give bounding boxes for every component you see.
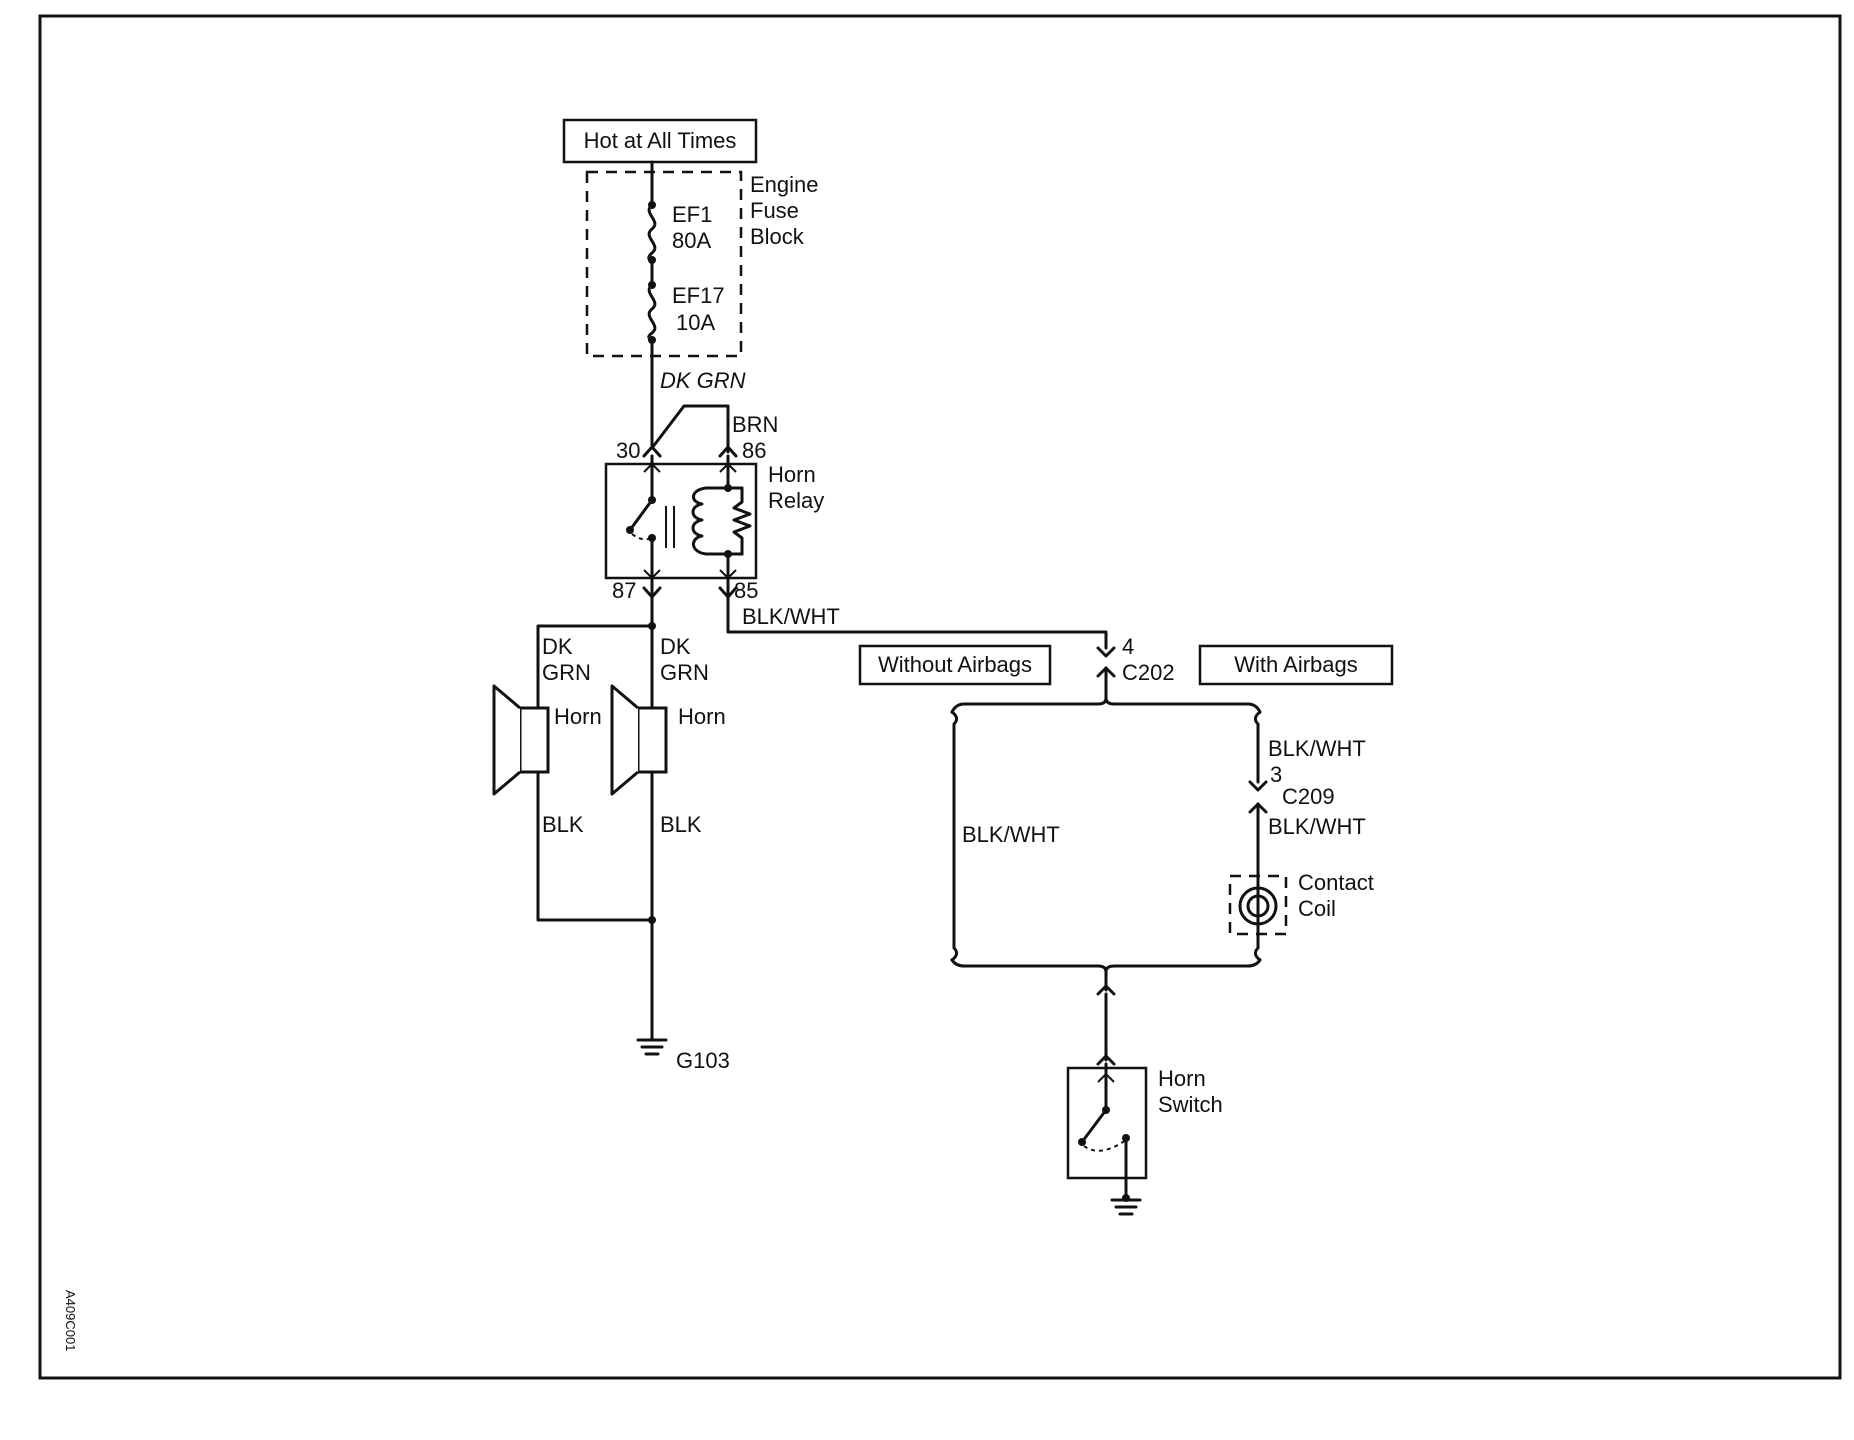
fuse-block-label-2: Fuse (750, 198, 799, 223)
horn-right-wire-top-2: GRN (660, 660, 709, 685)
wire-blkwht-85-label: BLK/WHT (742, 604, 840, 629)
horn-left-body (518, 706, 550, 774)
relay-switch-contact (628, 498, 654, 532)
pin30-terminal (642, 445, 662, 458)
wire-brn (650, 404, 730, 454)
c209-name: C209 (1282, 784, 1335, 809)
horn-left-wire-top-1: DK (542, 634, 573, 659)
horn-switch-label-1: Horn (1158, 1066, 1206, 1091)
c202-name: C202 (1122, 660, 1175, 685)
horn-left-wire-bottom: BLK (542, 812, 584, 837)
bus-bottom-left (950, 958, 1108, 974)
option-with-airbags: With Airbags (1234, 652, 1358, 677)
bus-top-left (950, 696, 1108, 714)
relay-pin87: 87 (612, 578, 636, 603)
fuse-ef1-name: EF1 (672, 202, 712, 227)
horn-right-body (636, 706, 668, 774)
diagram-frame (38, 14, 1842, 1380)
fuse-ef17-symbol (647, 283, 657, 341)
horn-left-icon (492, 684, 521, 796)
c209-male-terminal (1248, 780, 1268, 792)
wire-brn-label: BRN (732, 412, 778, 437)
relay-label-1: Horn (768, 462, 816, 487)
horn-right-label: Horn (678, 704, 726, 729)
relay-pin86: 86 (742, 438, 766, 463)
relay-coil-symbol (691, 486, 708, 556)
engine-fuse-block (585, 170, 743, 358)
horn-switch-contact (1080, 1108, 1108, 1144)
fuse-ef1-symbol (647, 203, 657, 262)
relay-resistor-symbol (732, 486, 752, 556)
power-source-box (562, 118, 758, 164)
wire-dkgrn-label: DK GRN (660, 368, 746, 393)
bus-bottom-right (1104, 958, 1262, 974)
horn-right-wire-top-1: DK (660, 634, 691, 659)
wire-without-airbags-label: BLK/WHT (962, 822, 1060, 847)
relay-pin30: 30 (616, 438, 640, 463)
horn-right-icon (610, 684, 639, 796)
pin86-terminal (718, 445, 738, 458)
option-without-airbags: Without Airbags (878, 652, 1032, 677)
relay-pin85: 85 (734, 578, 758, 603)
horn-right-wire-bottom: BLK (660, 812, 702, 837)
horn-switch-label-2: Switch (1158, 1092, 1223, 1117)
ground-g103-label: G103 (676, 1048, 730, 1073)
wire-with-airbags-top (1253, 710, 1262, 784)
power-source-label: Hot at All Times (584, 128, 737, 153)
c202-pin: 4 (1122, 634, 1134, 659)
fuse-block-label-1: Engine (750, 172, 819, 197)
fuse-ef1-rating: 80A (672, 228, 711, 253)
option-with-airbags-box (1198, 644, 1394, 686)
contact-coil-label-1: Contact (1298, 870, 1374, 895)
bus-top-right (1104, 696, 1262, 714)
fuse-block-label-3: Block (750, 224, 805, 249)
c209-pin: 3 (1270, 762, 1282, 787)
fuse-ef17-name: EF17 (672, 283, 725, 308)
wire-blkwht-85 (726, 595, 1108, 650)
c202-male-terminal (1096, 646, 1116, 658)
relay-label-2: Relay (768, 488, 824, 513)
horn-left-label: Horn (554, 704, 602, 729)
wire-with-airbags-mid-label: BLK/WHT (1268, 814, 1366, 839)
fuse-ef17-rating: 10A (676, 310, 715, 335)
contact-coil-label-2: Coil (1298, 896, 1336, 921)
wire-without-airbags (950, 710, 959, 962)
horn-left-wire-top-2: GRN (542, 660, 591, 685)
option-without-airbags-box (858, 644, 1052, 686)
horn-relay-box (604, 462, 758, 580)
wire-with-airbags-top-label: BLK/WHT (1268, 736, 1366, 761)
figure-id: A409C001 (63, 1290, 78, 1351)
